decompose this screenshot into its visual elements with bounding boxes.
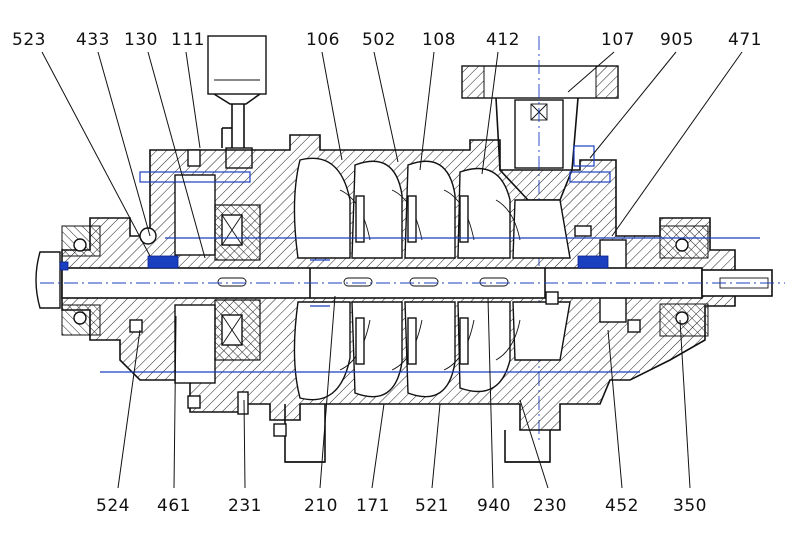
label-433: 433 [76, 30, 110, 50]
leader-905 [589, 51, 677, 159]
blue-seal-elements [59, 145, 760, 373]
leader-107 [567, 51, 615, 93]
label-412: 412 [486, 30, 520, 50]
leader-452 [607, 329, 623, 489]
leader-108 [419, 51, 435, 171]
leader-524 [117, 329, 141, 489]
leader-412 [481, 51, 499, 175]
label-230: 230 [533, 496, 567, 516]
leader-231 [243, 399, 246, 489]
leader-230 [519, 399, 549, 489]
left-bearing-cover [35, 225, 101, 336]
left-seal-housing [174, 174, 261, 384]
leader-130 [147, 51, 206, 259]
leader-171 [371, 403, 385, 489]
leader-433 [97, 51, 151, 237]
label-502: 502 [362, 30, 396, 50]
label-108: 108 [422, 30, 456, 50]
label-905: 905 [660, 30, 694, 50]
bottom-labels: 524 461 231 210 171 521 940 230 452 350 [96, 496, 707, 516]
leader-210 [319, 295, 336, 489]
label-521: 521 [415, 496, 449, 516]
label-523: 523 [12, 30, 46, 50]
label-130: 130 [124, 30, 158, 50]
label-106: 106 [306, 30, 340, 50]
label-350: 350 [673, 496, 707, 516]
label-524: 524 [96, 496, 130, 516]
top-labels: 523 433 130 111 106 502 108 412 107 905 … [12, 30, 762, 50]
stage-chambers [293, 157, 571, 401]
shaft [40, 267, 785, 299]
label-940: 940 [477, 496, 511, 516]
leader-lines [41, 51, 743, 489]
leader-523 [41, 51, 151, 257]
suction-nozzle [207, 35, 267, 169]
leader-106 [321, 51, 343, 161]
label-452: 452 [605, 496, 639, 516]
leader-471 [611, 51, 743, 237]
label-111: 111 [171, 30, 205, 50]
label-461: 461 [157, 496, 191, 516]
bolts [129, 149, 641, 437]
label-171: 171 [356, 496, 390, 516]
label-210: 210 [304, 496, 338, 516]
leader-350 [679, 319, 691, 489]
leader-111 [185, 51, 201, 149]
leader-521 [431, 403, 441, 489]
leader-940 [487, 297, 494, 489]
label-231: 231 [228, 496, 262, 516]
leader-502 [373, 51, 399, 163]
leader-461 [173, 315, 177, 489]
label-471: 471 [728, 30, 762, 50]
pump-body [35, 35, 785, 463]
label-107: 107 [601, 30, 635, 50]
